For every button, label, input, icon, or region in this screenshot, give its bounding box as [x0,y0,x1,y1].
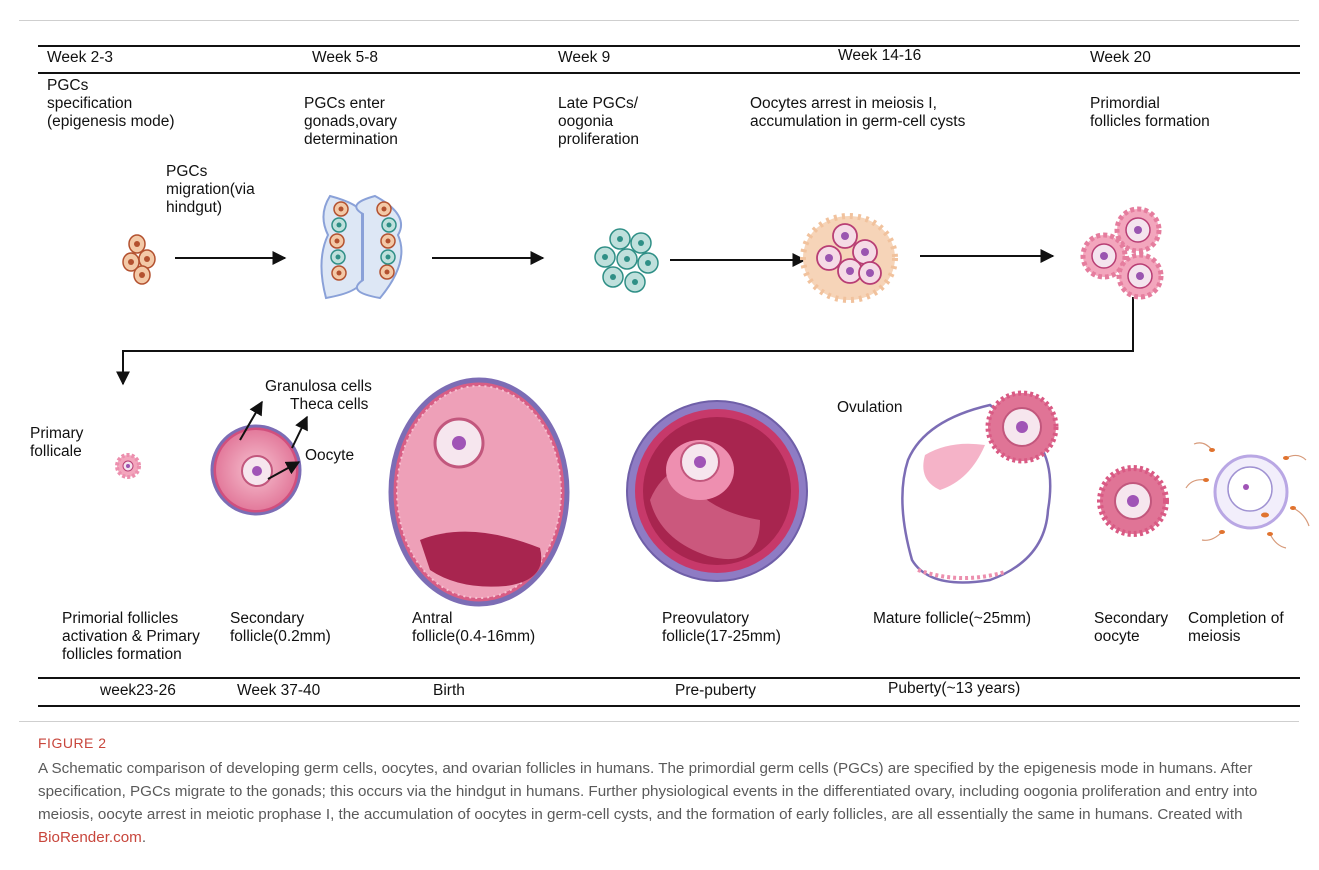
figure-label: FIGURE 2 [38,735,107,751]
diagram-illustrations [0,0,1319,720]
primary-follicle-icon [117,455,139,477]
figure-caption: A Schematic comparison of developing ger… [38,757,1296,849]
arrow-row-connector [123,297,1133,384]
primordial-follicles-icon [1083,209,1161,297]
germ-cell-cyst-icon [803,216,895,300]
pgc-cluster-icon [123,235,155,284]
fertilization-icon [1186,443,1309,548]
biorender-link[interactable]: BioRender.com [38,829,142,846]
antral-follicle-icon [391,380,567,604]
preovulatory-follicle-icon [627,401,807,581]
secondary-oocyte-icon [1100,468,1166,534]
mature-follicle-icon [902,393,1056,583]
caption-end: . [142,829,146,846]
secondary-follicle-icon [212,402,307,514]
gonad-icon [321,196,401,298]
caption-text: A Schematic comparison of developing ger… [38,760,1257,823]
